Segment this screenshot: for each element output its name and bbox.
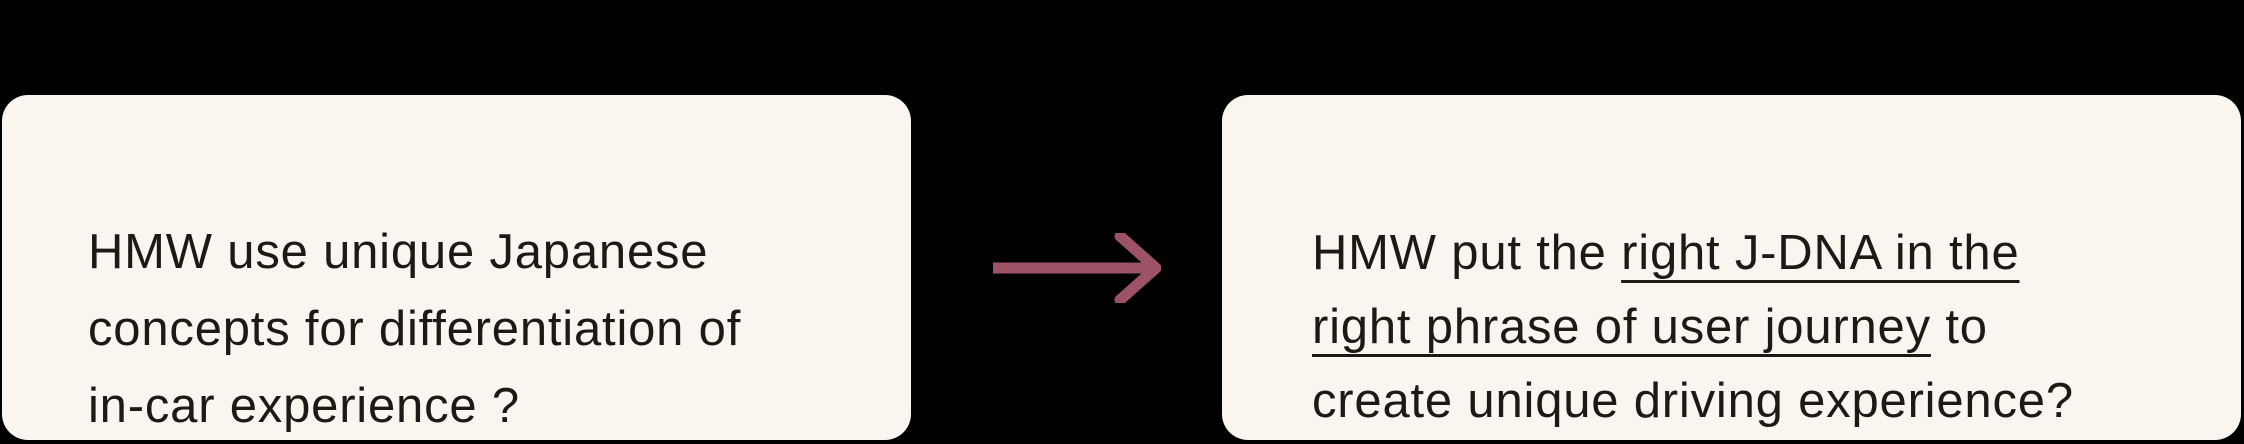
right-card-line-2: right phrase of user journey to — [1312, 290, 2201, 364]
right-card-line-3-plain: create unique driving experience? — [1312, 374, 2074, 428]
hmw-card-left: HMW use unique Japanese concepts for dif… — [2, 95, 911, 440]
right-card-line-3: create unique driving experience? — [1312, 364, 2201, 438]
right-card-line-2-underlined: right phrase of user journey — [1312, 300, 1931, 354]
right-card-line-2-plain-end: to — [1930, 300, 1988, 354]
right-card-line-1: HMW put the right J-DNA in the — [1312, 216, 2201, 290]
right-card-line-1-plain: HMW put the — [1312, 226, 1622, 280]
right-card-text: HMW put the right J-DNA in the right phr… — [1312, 216, 2201, 438]
left-card-line-3: in-car experience ? — [88, 379, 520, 433]
left-card-line-2: concepts for differentiation of — [88, 302, 742, 356]
right-arrow-icon — [991, 233, 1161, 303]
left-card-text: HMW use unique Japanese concepts for dif… — [88, 214, 851, 444]
left-card-line-1: HMW use unique Japanese — [88, 225, 709, 279]
arrow-head — [1114, 233, 1161, 303]
right-card-line-1-underlined: right J-DNA in the — [1621, 226, 2020, 280]
hmw-card-right: HMW put the right J-DNA in the right phr… — [1222, 95, 2241, 440]
